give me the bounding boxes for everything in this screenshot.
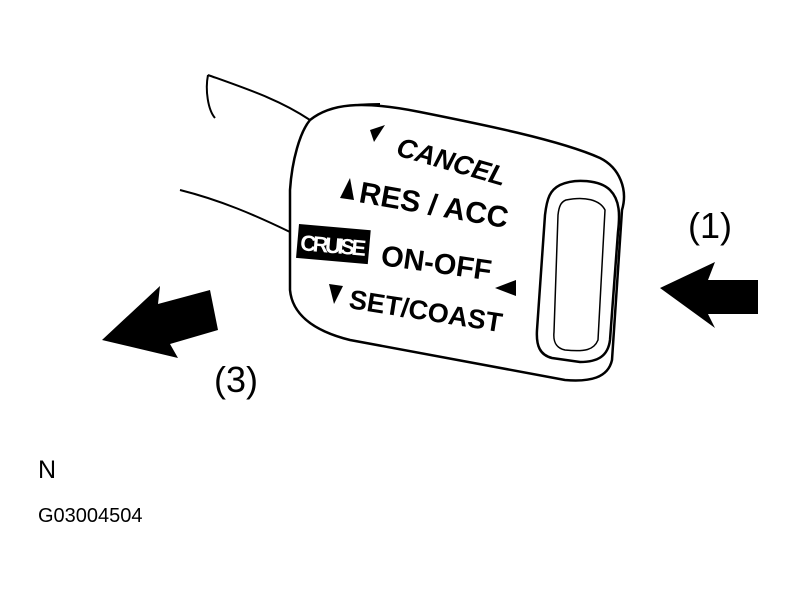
res-up-triangle-icon (340, 178, 354, 200)
press-arrow-icon (660, 262, 758, 328)
set-down-triangle-icon (329, 284, 343, 304)
callout-1: (1) (688, 205, 732, 246)
on-off-left-triangle-icon (495, 280, 516, 296)
cruise-badge (296, 224, 371, 265)
pull-arrow-icon (102, 286, 218, 358)
end-button (535, 179, 621, 364)
cancel-triangle-icon (370, 125, 385, 142)
north-label: N (38, 456, 56, 484)
figure-code: G03004504 (38, 505, 143, 527)
cruise-label: CRUISE (299, 230, 367, 261)
callout-3: (3) (214, 359, 258, 400)
